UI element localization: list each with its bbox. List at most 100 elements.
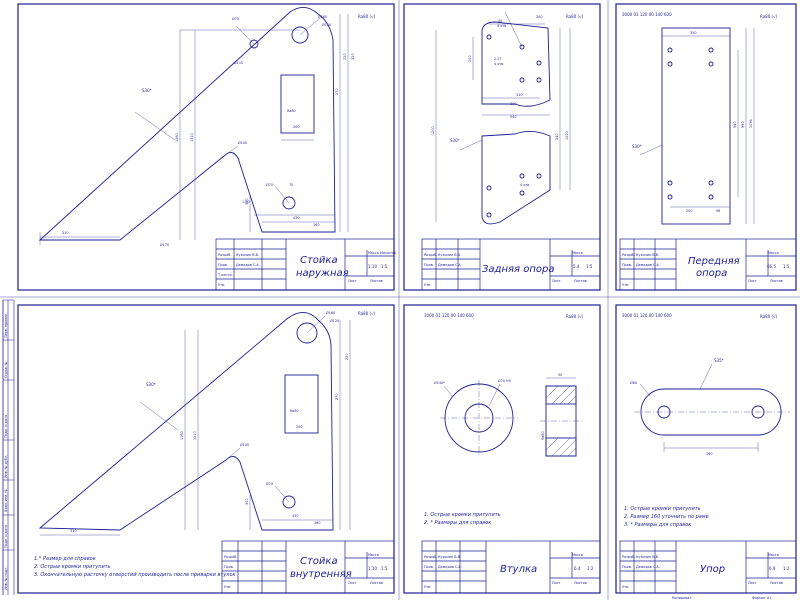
border-label-5: Подп. и дата	[4, 525, 8, 548]
stop-thickness: S35*	[714, 358, 724, 363]
rear-title-block	[421, 238, 601, 291]
inner-dim-10: 300	[245, 499, 249, 505]
rear-dim-7: 310	[510, 102, 516, 106]
front-support-thickness: S30*	[632, 144, 642, 149]
outer-dim-0: Ø70	[232, 16, 239, 21]
rear-dim-8: 1200	[431, 126, 435, 135]
bushing-tb-appr: Утв.	[424, 585, 431, 589]
inner-post-title-2: внутренняя	[290, 569, 352, 580]
inner-note-2: 3. Окончательную расточку отверстий прои…	[34, 572, 236, 578]
outer-tb-dev: Кузьмин В.В.	[236, 253, 259, 257]
border-label-1: Справ. №	[4, 361, 8, 378]
outer-dim-14: 70	[289, 183, 293, 187]
inner-post-dimension-lines	[40, 315, 351, 536]
rear-support-title: Задняя опора	[482, 264, 554, 275]
inner-post-title-1: Стойка	[300, 556, 338, 567]
inner-dim-8: 270	[335, 394, 339, 400]
front-support-scale: 1:5	[783, 264, 790, 269]
rear-dim-4: 4 отв.	[494, 62, 504, 66]
stop-title: Упор	[700, 564, 725, 575]
inner-post-thickness: S30*	[146, 382, 156, 387]
outer-tb-tctl: Т.контр.	[217, 273, 233, 277]
stop-code: 3000 01 120 00 140 600	[622, 313, 672, 318]
outer-dim-6: Ra80	[287, 109, 296, 113]
inner-dim-7: 200	[296, 425, 302, 429]
front-tb-dev: Кузьмин В.В.	[636, 253, 659, 257]
rear-tb-mass-label: Масса	[572, 251, 583, 255]
outer-dim-15: 1.20	[242, 200, 250, 204]
stop-tb-sheet: Лист	[748, 581, 757, 585]
outer-dim-8: 270	[335, 89, 339, 95]
rear-dim-2: 4 отв.	[497, 24, 507, 28]
inner-dim-9: 220	[345, 354, 349, 360]
outer-post-outline	[38, 7, 336, 241]
sheet-outer-post: S30* Ø70 Ø160 Ø120 Ø110 1160 1510 Ra80 2…	[38, 7, 396, 291]
front-dim-1: 940	[733, 122, 737, 128]
border-label-0: Перв. примен.	[4, 313, 8, 338]
border-label-3: Инв. № дубл.	[4, 455, 8, 478]
inner-tb-appr: Утв.	[224, 585, 231, 589]
outer-post-thickness: S30*	[142, 88, 152, 93]
front-dimension-lines	[639, 28, 755, 224]
front-support-title-2: опора	[696, 268, 727, 279]
bushing-tb-dev: Кузьмин В.В.	[438, 555, 461, 559]
front-dim-2: 990	[741, 122, 745, 128]
rear-dim-3: 2.27	[494, 57, 502, 61]
inner-title-block	[221, 540, 395, 594]
outer-tb-appr: Утв.	[218, 283, 225, 287]
bushing-dim-0: Ø140*	[434, 380, 445, 385]
outer-tb-chk: Демидов С.А.	[236, 263, 260, 267]
bushing-tb-sheet: Лист	[552, 581, 561, 585]
inner-post-scale: 1:5	[381, 566, 388, 571]
rear-support-thickness: S30*	[450, 138, 460, 143]
outer-dim-19: Ø170	[160, 242, 169, 247]
stop-outline	[634, 388, 790, 436]
rear-tb-chk-label: Пров.	[424, 263, 434, 267]
inner-tb-chk-label: Пров.	[224, 565, 234, 569]
stop-dim-0: Ø80	[630, 380, 637, 385]
outer-tb-chk-label: Пров.	[218, 263, 228, 267]
outer-dim-12: 320	[351, 54, 355, 60]
sheet-inner-post: S30* Ra80 (√) Ø160 Ø120 1160 1510 Ra80 2…	[34, 310, 395, 594]
front-support-title-1: Передняя	[688, 256, 740, 267]
outer-tb-mass-label: Масса	[368, 251, 379, 255]
footer-format: Формат А1	[752, 596, 771, 600]
outer-dim-3: Ø110	[234, 60, 243, 65]
front-tb-dev-label: Разраб.	[622, 253, 635, 257]
stop-tb-chk-label: Пров.	[622, 565, 632, 569]
front-dim-5: 96	[716, 209, 720, 213]
stop-title-block	[619, 540, 797, 594]
bushing-tb-chk-label: Пров.	[424, 565, 434, 569]
rear-tb-dev-label: Разраб.	[424, 253, 437, 257]
outer-dim-13: Ø70	[266, 182, 273, 187]
front-dim-4: 200	[686, 209, 692, 213]
rear-support-corner-label: Ra80 (√)	[566, 14, 584, 19]
rear-dim-9: 540	[555, 134, 559, 140]
stop-dim-1: 160	[706, 452, 712, 456]
rear-support-scale: 1:5	[586, 264, 593, 269]
outer-dim-11: Ø100	[238, 140, 247, 145]
bushing-tb-sheets: Листов	[574, 581, 587, 585]
front-support-corner-label: Ra80 (√)	[760, 14, 778, 19]
outer-dim-4: 1160	[175, 133, 179, 142]
inner-tb-dev-label: Разраб.	[224, 555, 237, 559]
bushing-leaders	[443, 383, 501, 407]
rear-tb-dev: Кузьмин В.В.	[438, 253, 461, 257]
bushing-code: 3000 01 120 00 140 600	[424, 313, 474, 318]
bushing-scale: 1:2	[587, 566, 594, 571]
inner-dim-17: 160	[314, 521, 320, 525]
front-dim-3: 1036	[749, 119, 753, 128]
outer-dim-9: 220	[343, 54, 347, 60]
front-support-plate	[661, 27, 731, 225]
outer-dim-18: 310	[62, 231, 68, 235]
inner-dim-16: 430	[292, 514, 298, 518]
bushing-section-view	[540, 377, 582, 457]
stop-dimension-lines	[639, 363, 759, 452]
inner-dim-6: Ra80	[290, 409, 299, 413]
stop-tb-mass-label: Масса	[768, 553, 779, 557]
bushing-title: Втулка	[500, 564, 537, 575]
inner-dim-4: 1160	[180, 431, 184, 440]
